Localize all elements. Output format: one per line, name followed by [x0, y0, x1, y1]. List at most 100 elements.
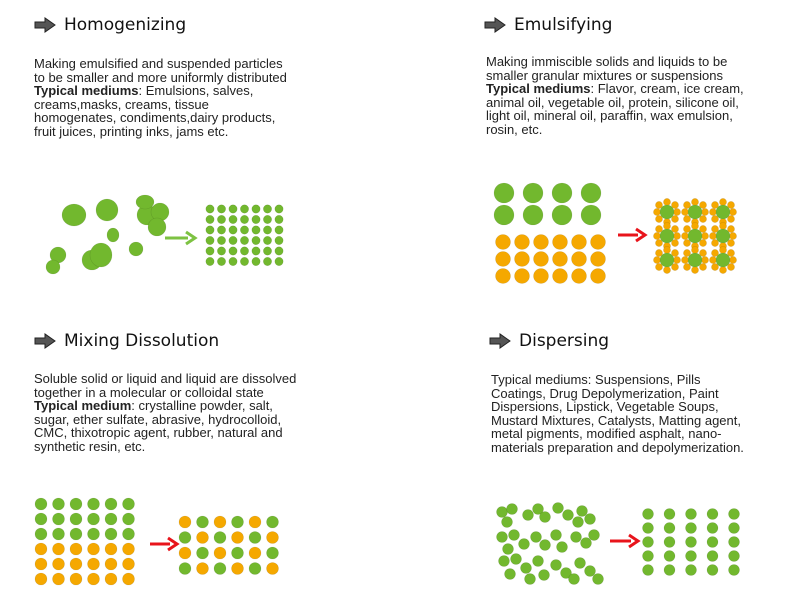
particle	[699, 225, 707, 233]
particle	[231, 546, 244, 560]
particle	[701, 256, 709, 264]
particle	[568, 573, 580, 585]
particle	[706, 550, 719, 562]
section-title: Homogenizing	[64, 15, 187, 35]
particle	[104, 572, 118, 586]
particle	[655, 201, 663, 209]
particle	[709, 256, 717, 264]
particle	[570, 531, 582, 543]
particle	[685, 564, 697, 576]
particle	[34, 527, 48, 541]
particle	[45, 259, 61, 275]
particle	[711, 249, 719, 257]
particle	[530, 531, 542, 543]
particle	[87, 527, 100, 541]
particle	[659, 204, 675, 220]
particle	[248, 546, 262, 560]
particle	[493, 204, 515, 226]
particle	[533, 268, 549, 284]
particle	[228, 204, 238, 214]
particle	[671, 263, 679, 271]
particle	[231, 515, 244, 529]
particle	[642, 508, 654, 520]
particle	[711, 201, 719, 209]
particle	[728, 508, 740, 520]
particle	[691, 266, 699, 274]
particle	[87, 497, 100, 511]
particle	[69, 557, 83, 571]
particle	[532, 503, 544, 515]
particle	[728, 522, 740, 534]
particle	[659, 252, 675, 268]
particle	[655, 225, 663, 233]
particle	[61, 203, 87, 227]
particle	[217, 246, 227, 256]
homogenizing-illustration	[45, 194, 284, 275]
particle	[87, 572, 100, 586]
particle	[687, 252, 703, 268]
particle	[711, 263, 719, 271]
particle	[552, 251, 568, 267]
particle	[663, 550, 676, 562]
heading-homogenizing: Homogenizing	[34, 15, 186, 35]
particle	[699, 201, 707, 209]
section-title: Emulsifying	[514, 15, 613, 35]
particle	[699, 263, 707, 271]
particle	[663, 222, 671, 230]
particle	[217, 214, 227, 224]
particle	[122, 512, 135, 526]
particle	[495, 251, 511, 267]
particle	[205, 257, 215, 267]
particle	[706, 508, 719, 520]
particle	[701, 208, 709, 216]
particle	[683, 201, 691, 209]
particle	[196, 515, 209, 529]
particle	[706, 522, 719, 534]
particle	[251, 257, 261, 267]
particle	[571, 234, 587, 250]
particle	[685, 550, 697, 562]
heading-emulsifying: Emulsifying	[484, 15, 612, 35]
particle	[727, 249, 735, 257]
particle	[52, 512, 65, 526]
particle	[52, 527, 65, 541]
particle	[588, 529, 600, 541]
particle	[205, 204, 215, 214]
particle	[248, 515, 262, 529]
particle	[571, 251, 587, 267]
particle	[263, 214, 273, 224]
particle	[495, 234, 511, 250]
particle	[508, 529, 520, 541]
particle	[87, 512, 100, 526]
process-arrow-head	[628, 533, 641, 549]
particle	[240, 257, 250, 267]
particle	[213, 531, 227, 544]
particle	[52, 557, 65, 571]
particle	[533, 251, 549, 267]
particle	[520, 562, 532, 574]
particle	[673, 256, 681, 264]
particle	[128, 241, 144, 257]
process-arrow-head	[167, 536, 180, 552]
dispersing-illustration	[496, 502, 740, 585]
particle	[69, 542, 83, 556]
particle	[522, 509, 534, 521]
particle	[251, 204, 261, 214]
particle	[274, 246, 284, 256]
particle	[274, 214, 284, 224]
particle	[655, 263, 663, 271]
particle	[671, 239, 679, 247]
particle	[496, 506, 508, 518]
particle	[205, 235, 215, 245]
particle	[551, 182, 573, 204]
section-description: Typical mediums: Suspensions, Pills Coat…	[491, 372, 744, 455]
particle	[681, 208, 689, 216]
particle	[274, 204, 284, 214]
particle	[709, 208, 717, 216]
particle	[196, 546, 209, 560]
particle	[681, 232, 689, 240]
particle	[266, 515, 279, 529]
particle	[178, 515, 192, 529]
particle	[248, 562, 262, 575]
particle	[673, 208, 681, 216]
